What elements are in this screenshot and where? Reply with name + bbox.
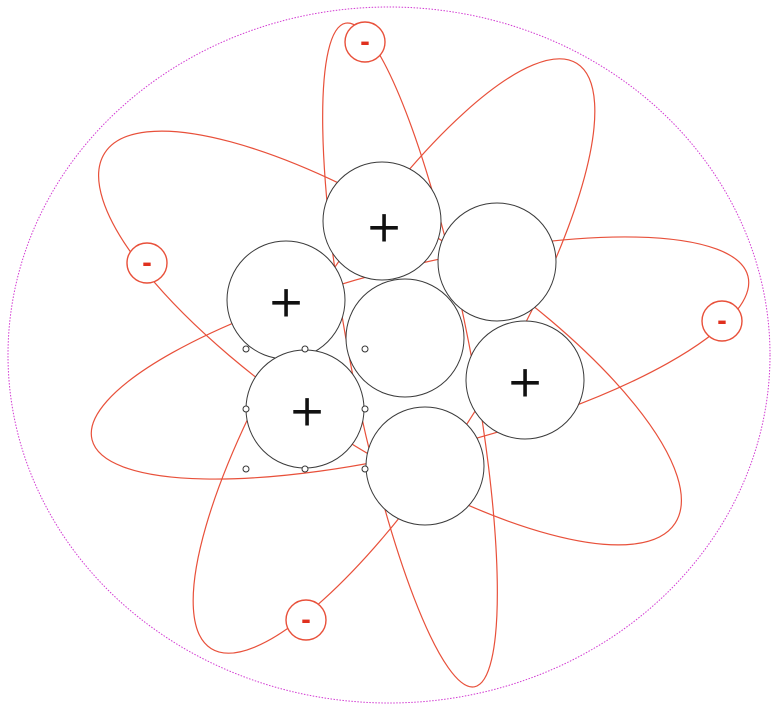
electron: -	[345, 22, 385, 62]
electron: -	[286, 600, 326, 640]
nucleon-proton: +	[466, 321, 584, 439]
electron-label: -	[142, 249, 152, 277]
nucleon-label: +	[289, 386, 326, 437]
electron: -	[702, 301, 742, 341]
resize-handle[interactable]	[362, 406, 368, 412]
resize-handle[interactable]	[302, 466, 308, 472]
electron-label: -	[301, 606, 311, 634]
nucleon-label: +	[507, 357, 544, 408]
nucleus: + + + +	[227, 162, 584, 525]
nucleon-proton: +	[227, 241, 345, 359]
electron-label: -	[360, 28, 370, 56]
nucleon-proton: +	[246, 350, 364, 468]
electron: -	[127, 243, 167, 283]
nucleon-neutron	[438, 203, 556, 321]
electron-label: -	[717, 307, 727, 335]
nucleon-neutron	[366, 407, 484, 525]
nucleon-neutron	[346, 279, 464, 397]
nucleon-label: +	[366, 202, 403, 253]
resize-handle[interactable]	[243, 406, 249, 412]
resize-handle[interactable]	[302, 346, 308, 352]
nucleon-label: +	[268, 277, 305, 328]
nucleon-proton: +	[323, 162, 441, 280]
resize-handle[interactable]	[243, 466, 249, 472]
resize-handle[interactable]	[243, 346, 249, 352]
resize-handle[interactable]	[362, 346, 368, 352]
resize-handle[interactable]	[362, 466, 368, 472]
